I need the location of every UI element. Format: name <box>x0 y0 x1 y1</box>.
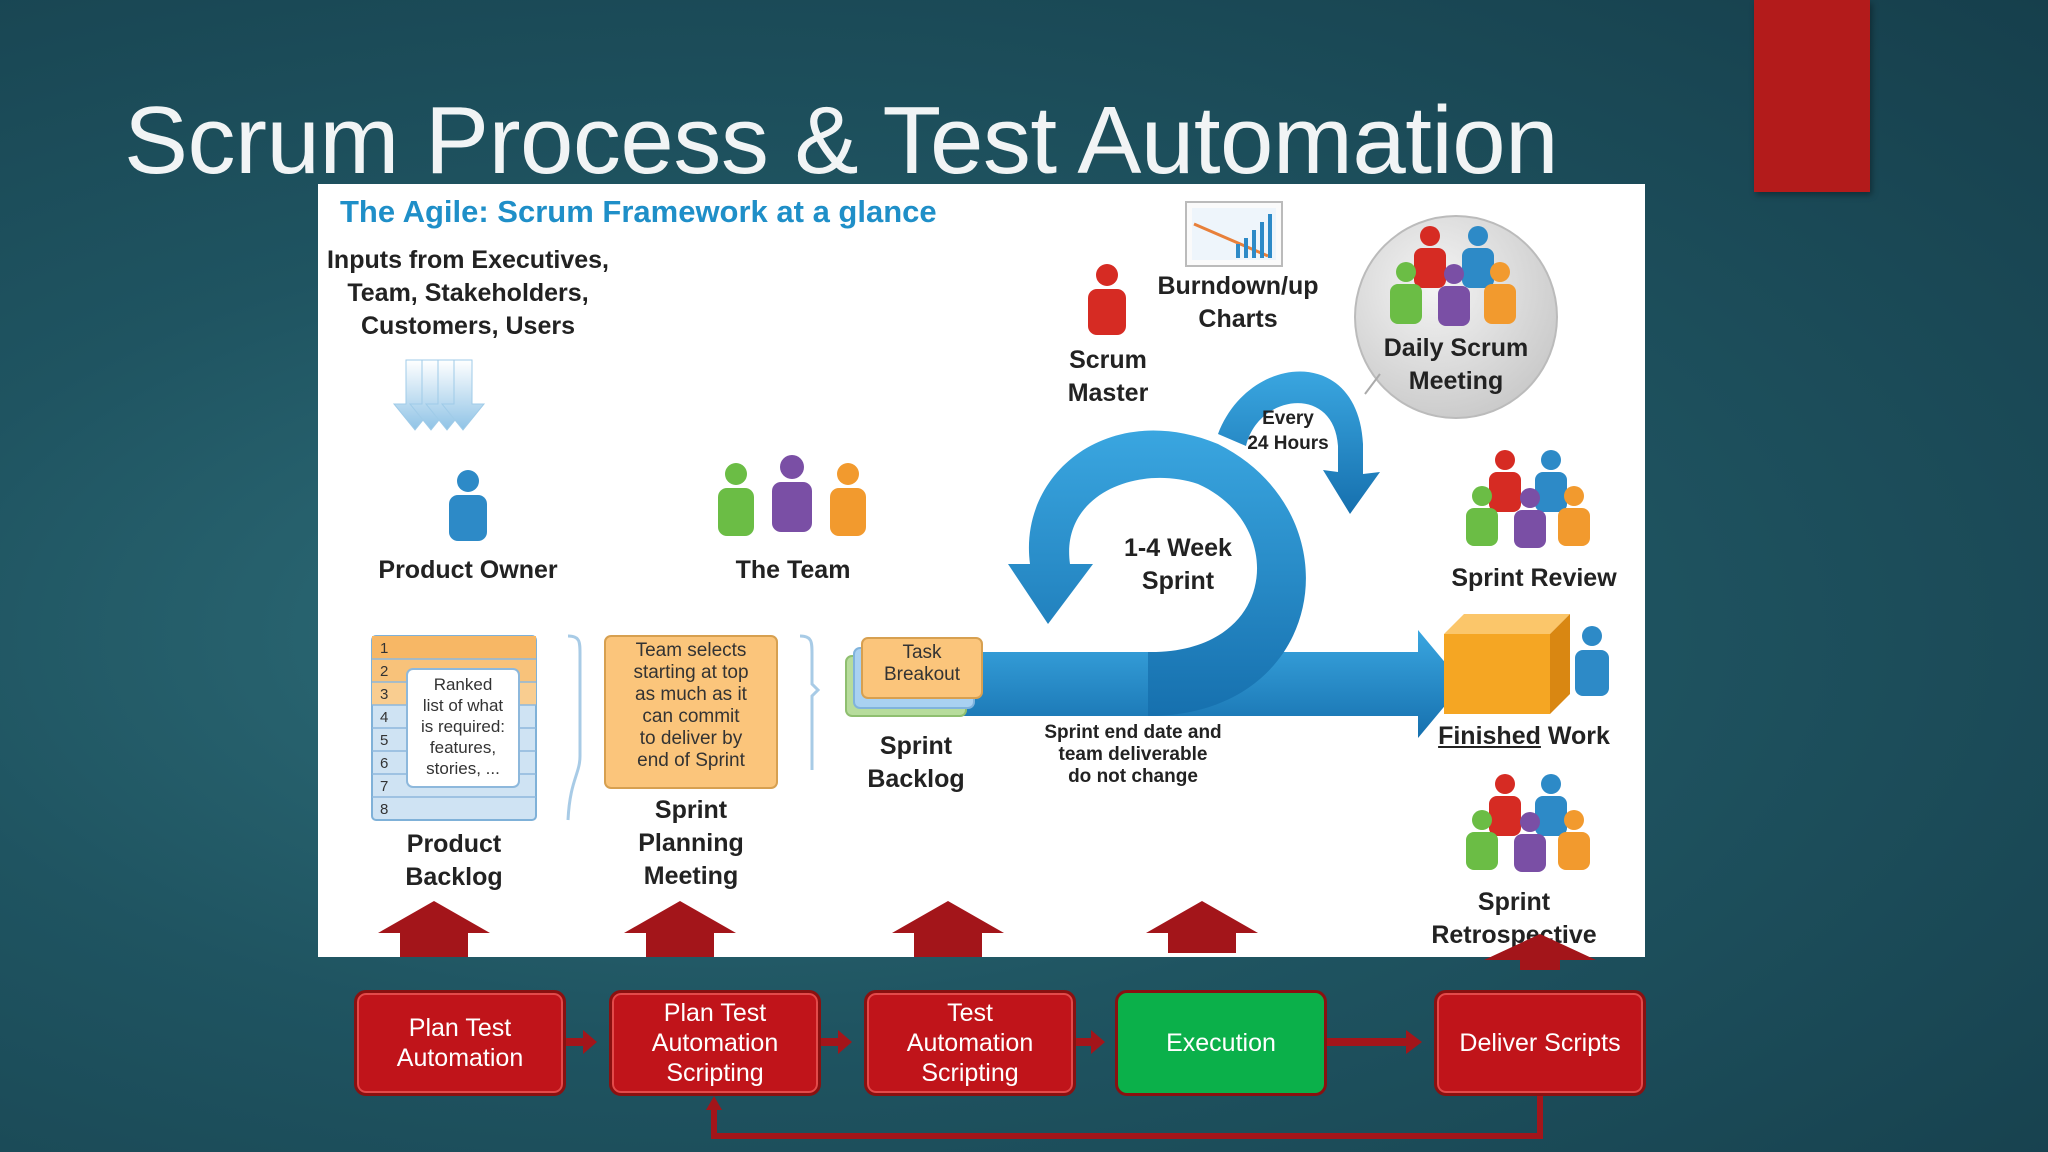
scrum-framework-figure: The Agile: Scrum Framework at a glance I… <box>318 184 1645 957</box>
finished-work-box-icon <box>1444 614 1570 714</box>
sprint-retrospective-people-icon <box>1466 774 1590 872</box>
daily-scrum-people-icon <box>1390 226 1516 326</box>
the-team-label: The Team <box>735 556 851 584</box>
scrum-illustration <box>371 201 1609 957</box>
scrum-master-icon <box>1088 264 1126 335</box>
up-arrows-icon <box>378 901 1258 957</box>
product-owner-icon <box>449 470 487 541</box>
flow-step-deliver-scripts: Deliver Scripts <box>1434 990 1646 1096</box>
daily-loop-arrow-icon <box>1218 371 1380 514</box>
input-arrows-icon <box>392 359 486 431</box>
finished-work-label: Finished Work <box>1438 722 1610 750</box>
team-icon <box>718 455 866 536</box>
flow-step-execution: Execution <box>1115 990 1327 1096</box>
task-breakout-cards-icon <box>845 637 983 717</box>
product-owner-label: Product Owner <box>378 556 558 584</box>
accent-bar <box>1754 0 1870 192</box>
inputs-label: Inputs from Executives,Team, Stakeholder… <box>326 246 610 340</box>
sprint-review-label: Sprint Review <box>1451 564 1617 592</box>
burndown-chart-icon <box>1185 201 1283 267</box>
slide-title: Scrum Process & Test Automation <box>124 87 1559 194</box>
figure-heading: The Agile: Scrum Framework at a glance <box>340 194 937 229</box>
finished-work-person-icon <box>1575 626 1609 696</box>
sprint-planning-card-icon <box>604 634 821 789</box>
sprint-review-people-icon <box>1466 450 1590 548</box>
product-backlog-list-icon <box>371 634 582 821</box>
sprint-cycle-arrow-icon <box>930 430 1463 738</box>
